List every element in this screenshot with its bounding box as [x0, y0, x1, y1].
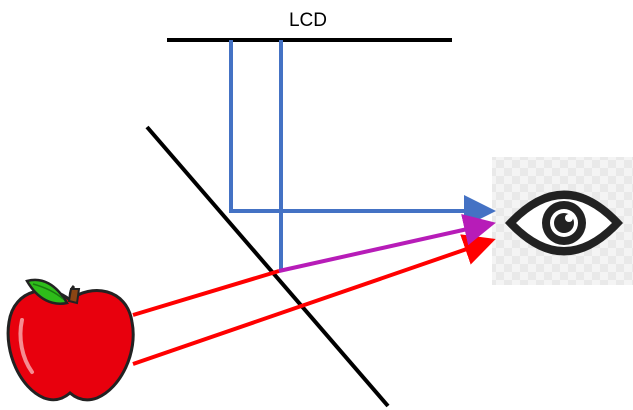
lcd-light-path-left	[229, 40, 496, 227]
real-world-ray-upper	[132, 269, 280, 317]
apple-icon	[6, 278, 135, 402]
eye-icon	[492, 157, 633, 285]
lcd-label: LCD	[289, 10, 327, 31]
real-world-ray-lower	[132, 234, 496, 366]
combined-ray	[278, 214, 496, 273]
beam-splitter	[145, 125, 390, 408]
